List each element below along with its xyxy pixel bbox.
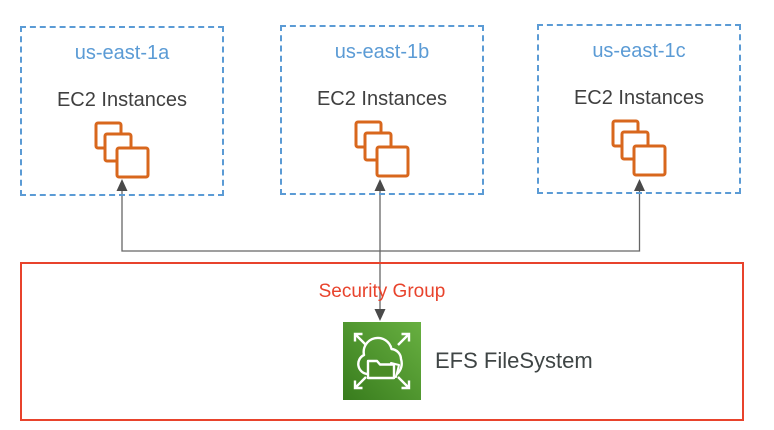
ec2-instances-icon — [354, 120, 410, 178]
az-box-us-east-1b: us-east-1b EC2 Instances — [280, 25, 484, 195]
ec2-instances-label: EC2 Instances — [56, 89, 188, 111]
az-name-label: us-east-1c — [592, 40, 686, 62]
ec2-instances-icon — [94, 121, 150, 179]
efs-filesystem-icon — [343, 322, 421, 400]
connector-path-outer — [121, 190, 641, 252]
az-box-us-east-1c: us-east-1c EC2 Instances — [537, 24, 741, 194]
ec2-instances-label: EC2 Instances — [573, 87, 705, 109]
efs-icon-cloud — [357, 336, 403, 376]
az-box-us-east-1a: us-east-1a EC2 Instances — [20, 26, 224, 196]
az-name-label: us-east-1b — [334, 41, 430, 63]
efs-icon-outward-arrows — [353, 332, 411, 390]
security-group-label: Security Group — [318, 281, 446, 302]
ec2-instances-label: EC2 Instances — [316, 88, 448, 110]
security-group-boundary — [20, 262, 744, 421]
efs-filesystem-label: EFS FileSystem — [435, 348, 593, 373]
efs-filesystem: EFS FileSystem — [343, 322, 593, 400]
az-name-label: us-east-1a — [74, 42, 170, 64]
efs-icon-folder — [366, 359, 396, 380]
ec2-instances-icon — [611, 119, 667, 177]
